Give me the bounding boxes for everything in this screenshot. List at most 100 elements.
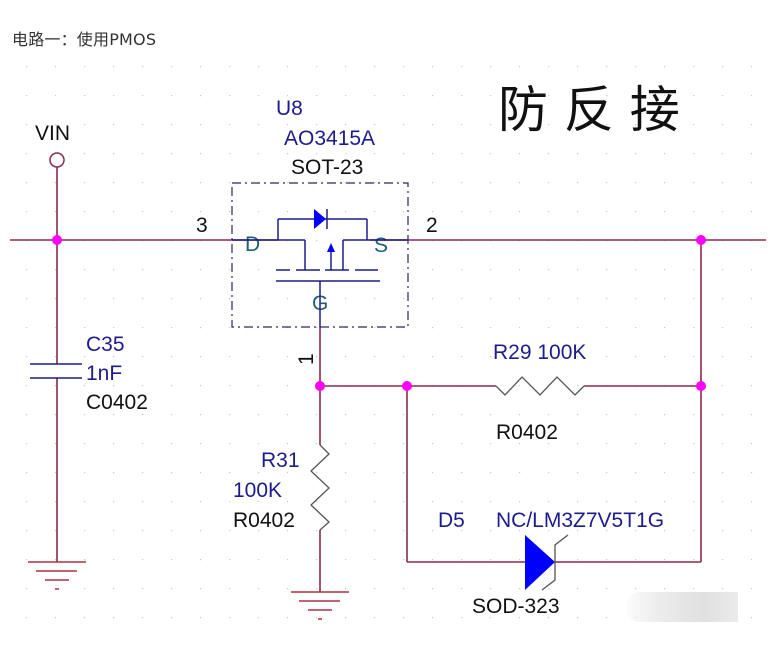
grid-dot xyxy=(142,588,144,590)
grid-dot xyxy=(229,472,231,474)
grid-dot xyxy=(55,617,57,619)
grid-dot xyxy=(490,327,492,329)
grid-dot xyxy=(751,617,753,619)
u8-pin-3-number: 3 xyxy=(196,214,208,237)
grid-dot xyxy=(345,588,347,590)
grid-dot xyxy=(548,327,550,329)
grid-dot xyxy=(519,124,521,126)
grid-dot xyxy=(403,559,405,561)
grid-dot xyxy=(287,501,289,503)
grid-dot xyxy=(55,414,57,416)
grid-dot xyxy=(722,472,724,474)
grid-dot xyxy=(26,66,28,68)
grid-dot xyxy=(432,327,434,329)
grid-dot xyxy=(345,559,347,561)
grid-dot xyxy=(316,443,318,445)
grid-dot xyxy=(171,559,173,561)
grid-dot xyxy=(519,472,521,474)
grid-dot xyxy=(577,211,579,213)
grid-dot xyxy=(84,588,86,590)
grid-dot xyxy=(664,588,666,590)
grid-dot xyxy=(142,385,144,387)
grid-dot xyxy=(316,472,318,474)
grid-dot xyxy=(258,124,260,126)
grid-dot xyxy=(577,327,579,329)
grid-dot xyxy=(374,443,376,445)
grid-dot xyxy=(26,95,28,97)
grid-dot xyxy=(664,153,666,155)
grid-dot xyxy=(432,443,434,445)
grid-dot xyxy=(751,182,753,184)
grid-dot xyxy=(258,443,260,445)
junction-gate xyxy=(315,381,325,391)
grid-dot xyxy=(548,298,550,300)
grid-dot xyxy=(606,356,608,358)
grid-dot xyxy=(171,269,173,271)
grid-dot xyxy=(258,298,260,300)
grid-dot xyxy=(577,559,579,561)
grid-dot xyxy=(548,414,550,416)
grid-dot xyxy=(693,269,695,271)
grid-dot xyxy=(345,153,347,155)
grid-dot xyxy=(229,385,231,387)
grid-dot xyxy=(635,588,637,590)
grid-dot xyxy=(403,443,405,445)
grid-dot xyxy=(345,95,347,97)
grid-dot xyxy=(26,530,28,532)
grid-dot xyxy=(606,211,608,213)
grid-dot xyxy=(577,298,579,300)
grid-dot xyxy=(403,327,405,329)
grid-dot xyxy=(519,95,521,97)
grid-dot xyxy=(55,211,57,213)
grid-dot xyxy=(113,66,115,68)
grid-dot xyxy=(461,530,463,532)
grid-dot xyxy=(722,414,724,416)
grid-dot xyxy=(142,269,144,271)
grid-dot xyxy=(287,182,289,184)
grid-dot xyxy=(287,356,289,358)
grid-dot xyxy=(200,269,202,271)
grid-dot xyxy=(461,559,463,561)
junction-gate-loop xyxy=(402,381,412,391)
grid-dot xyxy=(548,182,550,184)
grid-dot xyxy=(548,153,550,155)
grid-dot xyxy=(461,211,463,213)
grid-dot xyxy=(113,124,115,126)
grid-dot xyxy=(113,95,115,97)
grid-dot xyxy=(461,66,463,68)
grid-dot xyxy=(84,501,86,503)
grid-dot xyxy=(432,530,434,532)
grid-dot xyxy=(55,559,57,561)
grid-dot xyxy=(432,124,434,126)
grid-dot xyxy=(664,530,666,532)
grid-dot xyxy=(432,472,434,474)
grid-dot xyxy=(751,385,753,387)
grid-dot xyxy=(345,211,347,213)
grid-dot xyxy=(200,298,202,300)
grid-dot xyxy=(316,356,318,358)
grid-dot xyxy=(461,327,463,329)
grid-dot xyxy=(316,617,318,619)
grid-dot xyxy=(345,501,347,503)
grid-dot xyxy=(287,298,289,300)
grid-dot xyxy=(606,153,608,155)
grid-dot xyxy=(287,617,289,619)
vin-label: VIN xyxy=(35,122,70,145)
grid-dot xyxy=(461,443,463,445)
grid-dot xyxy=(171,414,173,416)
grid-dot xyxy=(722,356,724,358)
grid-dot xyxy=(113,269,115,271)
grid-dot xyxy=(751,414,753,416)
grid-dot xyxy=(171,153,173,155)
ground-icon-r31 xyxy=(291,591,349,620)
grid-dot xyxy=(345,182,347,184)
grid-dot xyxy=(751,153,753,155)
grid-dot xyxy=(403,66,405,68)
grid-dot xyxy=(113,385,115,387)
grid-dot xyxy=(577,501,579,503)
grid-dot xyxy=(403,414,405,416)
grid-dot xyxy=(606,443,608,445)
grid-dot xyxy=(374,124,376,126)
grid-dot xyxy=(577,182,579,184)
grid-dot xyxy=(461,95,463,97)
